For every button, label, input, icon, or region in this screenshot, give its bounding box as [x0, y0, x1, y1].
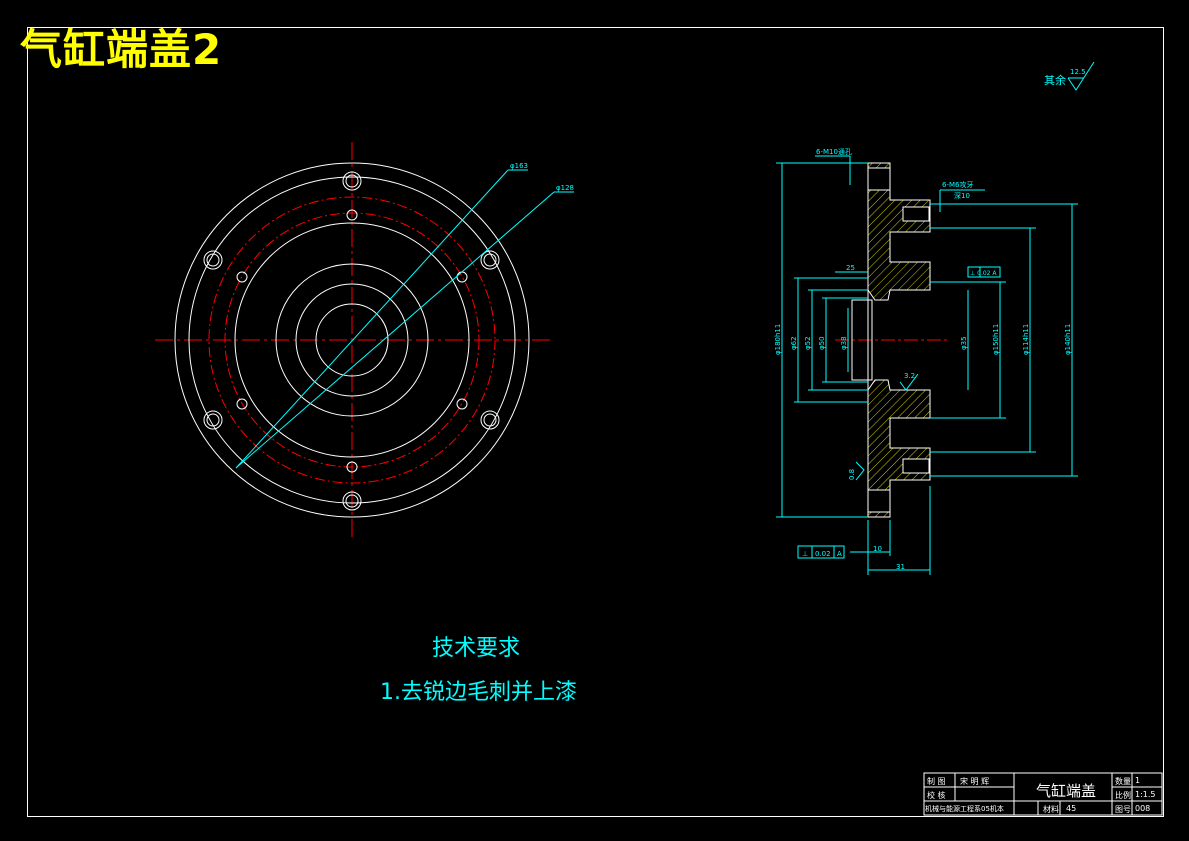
tb-scale-label: 比例 [1115, 791, 1131, 800]
title-block: 制 图 宋 明 辉 校 核 机械与能源工程系05机本 气缸端盖 材料 45 数量… [924, 773, 1162, 815]
tb-drawing-no-label: 图号 [1115, 805, 1131, 814]
label-0-8: 0.8 [848, 469, 856, 480]
bolt-circle-inner [224, 212, 480, 468]
title-block-grid [923, 772, 1163, 816]
tb-material-label: 材料 [1043, 805, 1059, 814]
step-circle-3 [295, 283, 409, 397]
outer-bolt-holes [203, 171, 500, 511]
label-d150: φ140h11 [1064, 324, 1072, 355]
section-dimensions [776, 61, 1095, 575]
label-tol-right: ⊥ 0.02 A [970, 270, 997, 277]
roughness-value: 12.5 [1070, 68, 1086, 76]
label-25: 25 [846, 264, 855, 272]
label-tol-left-sym: ⊥ [802, 550, 808, 558]
label-d62: φ62 [790, 336, 798, 350]
outer-circle [174, 162, 530, 518]
label-thread-depth: 深10 [954, 191, 970, 200]
label-10: 10 [873, 545, 882, 553]
label-d50: φ50 [818, 336, 826, 350]
label-d35: φ35 [960, 336, 968, 350]
label-tol-left-datum: A [837, 550, 842, 558]
label-holes-top: 6-M10通孔 [816, 147, 852, 156]
tb-drawing-no-value: 008 [1135, 804, 1151, 813]
section-view [776, 61, 1095, 575]
dimension-labels: φ163 φ128 6-M10通孔 6-M6攻牙 深10 25 3.2 10 3… [510, 68, 1086, 571]
flange-circle [188, 176, 516, 504]
leader-d128 [235, 191, 555, 469]
front-view [155, 142, 574, 540]
inner-thread-holes [236, 209, 468, 473]
drawing-overlay-title: 气缸端盖2 [20, 25, 223, 74]
step-circle-1 [234, 222, 470, 458]
section-lower [867, 379, 931, 518]
label-d81: φ150h11 [992, 324, 1000, 355]
label-31: 31 [896, 563, 905, 571]
label-tol-left-value: 0.02 [815, 550, 831, 558]
tb-scale-value: 1:1.5 [1135, 790, 1156, 799]
label-d52: φ52 [804, 336, 812, 350]
tb-checked-label: 校 核 [927, 791, 946, 800]
drawing-frame [27, 27, 1164, 817]
roughness-label: 其余 [1044, 73, 1066, 87]
label-d114: φ114h11 [1022, 324, 1030, 355]
bore-circle [315, 303, 389, 377]
label-d38: φ38 [840, 336, 848, 350]
label-3-2: 3.2 [904, 372, 915, 380]
tb-quantity-label: 数量 [1115, 777, 1131, 786]
tech-requirements-heading: 技术要求 [432, 636, 521, 661]
label-d128: φ128 [556, 184, 574, 192]
tb-quantity-value: 1 [1135, 776, 1141, 785]
tb-drawn-name: 宋 明 辉 [960, 777, 990, 786]
tech-requirement-item-1: 1.去锐边毛刺并上漆 [380, 680, 577, 705]
tb-drawn-label: 制 图 [927, 777, 946, 786]
leader-d163 [235, 169, 509, 469]
tb-part-name: 气缸端盖 [1036, 782, 1097, 800]
bolt-circle-outer [208, 196, 496, 484]
tb-school: 机械与能源工程系05机本 [925, 805, 1004, 813]
section-upper [867, 162, 931, 301]
label-d180: φ180h11 [774, 324, 782, 355]
tb-material-value: 45 [1066, 804, 1077, 813]
label-d163: φ163 [510, 162, 528, 170]
label-thread-holes: 6-M6攻牙 [942, 180, 973, 189]
step-circle-2 [275, 263, 429, 417]
vertical-dim-labels: φ180h11 φ62 φ52 φ50 φ38 φ35 φ150h11 φ114… [774, 324, 1072, 480]
